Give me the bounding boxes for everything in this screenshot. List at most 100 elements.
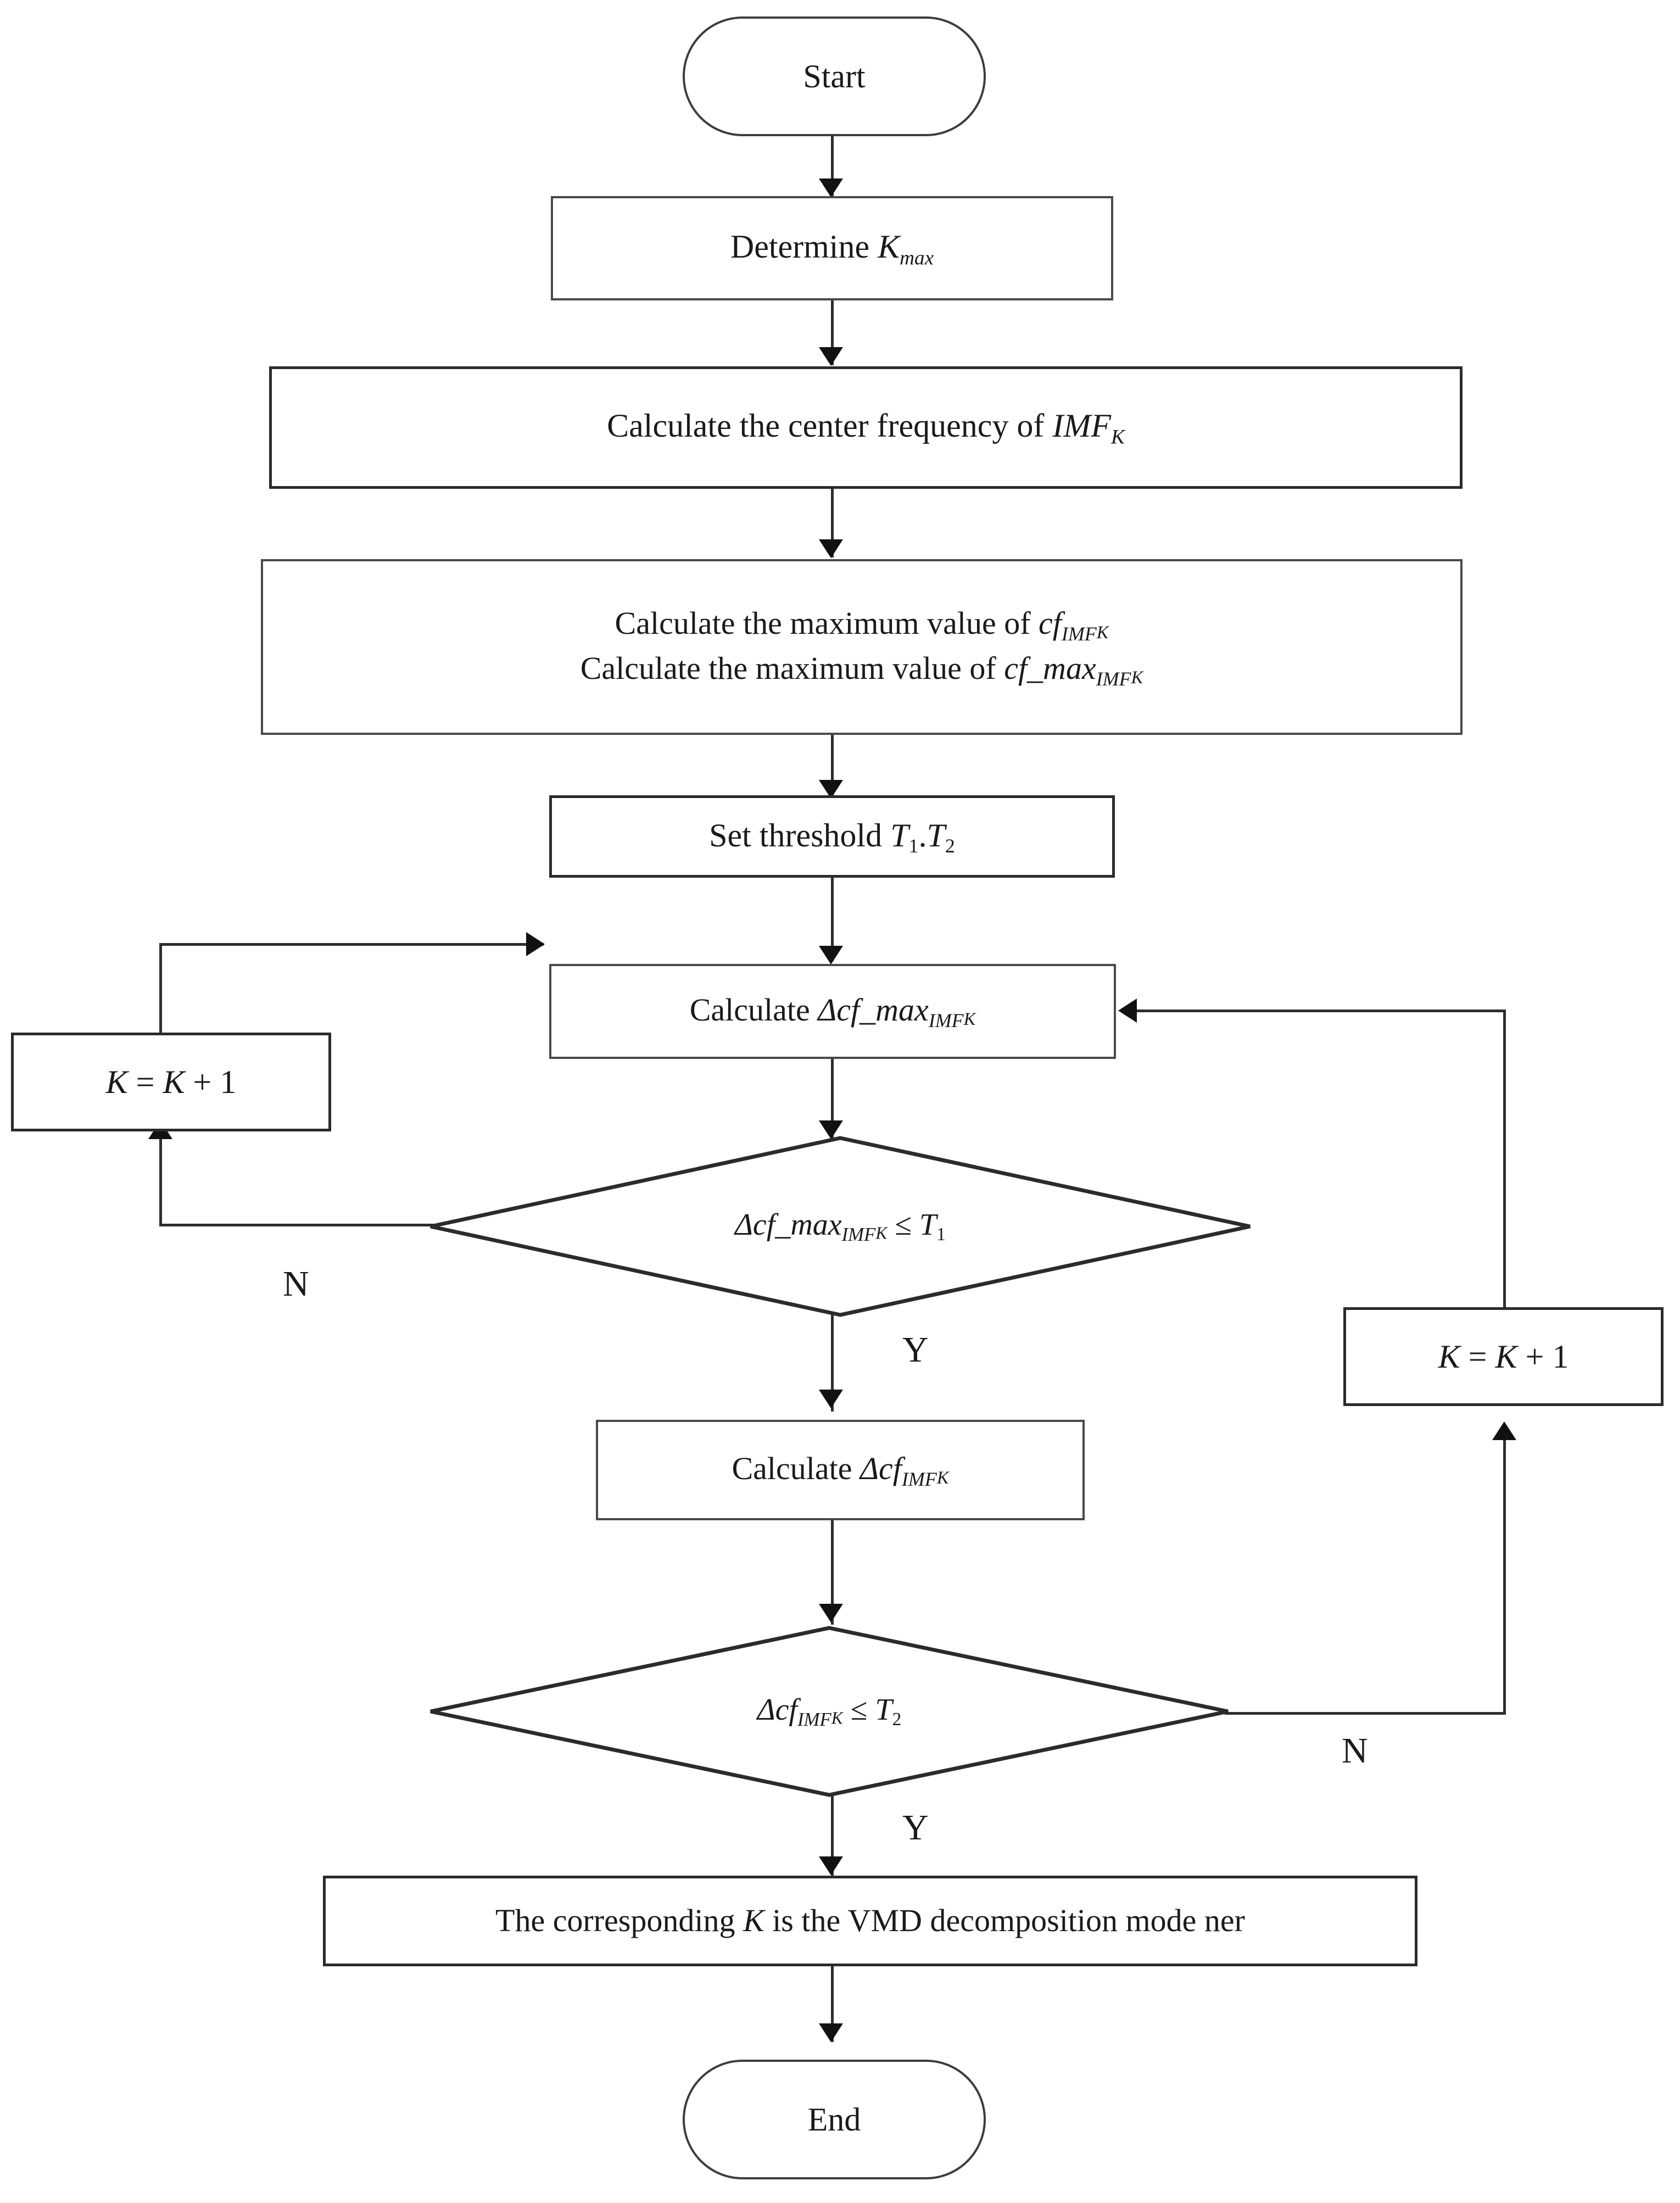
threshold-prefix: Set threshold xyxy=(709,817,891,854)
connector-d1-no-vertical-up xyxy=(159,1131,162,1225)
arrowhead-calcdcf xyxy=(819,1390,843,1408)
threshold-separator: . xyxy=(918,817,927,854)
node-set-threshold[interactable]: Set threshold T1.T2 xyxy=(549,795,1115,878)
decision1-rhs-sub: 1 xyxy=(936,1224,946,1245)
kincright-symbol-2: K xyxy=(1495,1338,1517,1375)
decision2-rhs-sub: 2 xyxy=(892,1709,902,1730)
node-determine-kmax-label: Determine Kmax xyxy=(730,225,934,272)
calcdcfmax-prefix: Calculate xyxy=(689,992,818,1028)
decision1-symbol: Δcf_max xyxy=(735,1207,842,1242)
decision2-subsub: K xyxy=(831,1708,843,1728)
node-result-label: The corresponding K is the VMD decomposi… xyxy=(495,1899,1245,1942)
node-k-increment-left[interactable]: K = K + 1 xyxy=(11,1033,331,1131)
node-calculate-dcf[interactable]: Calculate ΔcfIMFK xyxy=(596,1420,1085,1520)
decision1-operator: ≤ xyxy=(887,1207,919,1242)
decision2-rhs: T xyxy=(875,1692,892,1727)
node-end[interactable]: End xyxy=(683,2060,986,2179)
node-decision-dcf-max-threshold[interactable]: Δcf_maxIMFK ≤ T1 xyxy=(428,1136,1252,1317)
node-max-values[interactable]: Calculate the maximum value of cfIMFK Ca… xyxy=(261,559,1463,735)
node-decision-dcf-threshold[interactable]: ΔcfIMFK ≤ T2 xyxy=(428,1626,1230,1797)
kincleft-plus-one: + 1 xyxy=(185,1063,237,1100)
maxvalues-l1-subsub: K xyxy=(1096,622,1109,643)
connector-d2-yes-to-result xyxy=(831,1796,834,1876)
arrowhead-determine xyxy=(819,179,843,197)
connector-d1-no-horizontal xyxy=(159,1224,434,1226)
node-center-frequency[interactable]: Calculate the center frequency of IMFK xyxy=(269,366,1463,489)
connector-centerfreq-to-maxvalues xyxy=(831,489,834,557)
connector-kincleft-to-calcdcfmax-horizontal xyxy=(159,943,544,946)
centerfreq-prefix: Calculate the center frequency of xyxy=(607,408,1053,444)
connector-maxvalues-to-threshold xyxy=(831,735,834,795)
arrowhead-calcdcfmax-left-entry xyxy=(526,932,545,956)
decision1-rhs: T xyxy=(919,1207,937,1242)
arrowhead-calcdcfmax-right-entry xyxy=(1118,999,1137,1023)
connector-threshold-to-calcdcfmax xyxy=(831,878,834,961)
kincleft-symbol-1: K xyxy=(105,1063,128,1100)
node-max-values-label: Calculate the maximum value of cfIMFK Ca… xyxy=(581,602,1143,693)
centerfreq-subscript: K xyxy=(1111,426,1125,449)
max-values-line-2: Calculate the maximum value of cf_maxIMF… xyxy=(581,647,1143,692)
determine-prefix: Determine xyxy=(730,228,878,265)
result-part-1: The corresponding xyxy=(495,1903,743,1939)
connector-d1-yes-to-calcdcf xyxy=(831,1313,834,1412)
node-k-increment-right-label: K = K + 1 xyxy=(1438,1335,1569,1379)
node-calculate-dcf-max[interactable]: Calculate Δcf_maxIMFK xyxy=(549,964,1116,1059)
node-center-frequency-label: Calculate the center frequency of IMFK xyxy=(607,404,1125,451)
calcdcfmax-sub: IMF xyxy=(928,1010,964,1032)
kincright-equals: = xyxy=(1460,1338,1495,1375)
decision2-sub: IMF xyxy=(797,1709,831,1731)
result-part-2: is the VMD decomposition mode ner xyxy=(764,1903,1245,1939)
node-k-increment-right[interactable]: K = K + 1 xyxy=(1343,1307,1664,1406)
node-result[interactable]: The corresponding K is the VMD decomposi… xyxy=(323,1876,1417,1966)
arrowhead-maxvalues xyxy=(819,539,843,558)
threshold-symbol-2: T xyxy=(926,817,945,854)
maxvalues-l1-sub: IMF xyxy=(1061,622,1097,645)
maxvalues-l2-prefix: Calculate the maximum value of xyxy=(580,650,1004,686)
calcdcf-sub: IMF xyxy=(901,1468,937,1491)
calcdcfmax-subsub: K xyxy=(963,1010,976,1030)
node-calculate-dcf-label: Calculate ΔcfIMFK xyxy=(732,1447,949,1492)
threshold-sub-2: 2 xyxy=(945,835,955,857)
maxvalues-l2-subsub: K xyxy=(1131,667,1143,688)
connector-kincright-to-calcdcfmax-horizontal xyxy=(1136,1010,1506,1012)
determine-symbol: K xyxy=(878,228,900,265)
arrowhead-centerfreq xyxy=(819,347,843,366)
connector-result-to-end xyxy=(831,1965,834,2042)
node-start-label: Start xyxy=(803,58,866,94)
decision1-sub: IMF xyxy=(841,1224,876,1246)
node-determine-kmax[interactable]: Determine Kmax xyxy=(551,196,1113,300)
node-decision2-label: ΔcfIMFK ≤ T2 xyxy=(428,1692,1230,1731)
connector-d2-no-horizontal xyxy=(1225,1712,1506,1715)
connector-calcdcfmax-to-decision1 xyxy=(831,1059,834,1141)
connector-start-to-determine xyxy=(831,136,834,197)
branch-label-decision2-yes: Y xyxy=(902,1808,929,1848)
branch-label-decision1-no: N xyxy=(283,1264,309,1304)
arrowhead-calcdcfmax xyxy=(819,946,843,964)
node-start[interactable]: Start xyxy=(683,16,986,136)
calcdcf-prefix: Calculate xyxy=(732,1451,861,1487)
calcdcfmax-symbol: Δcf_max xyxy=(818,992,929,1028)
node-end-label: End xyxy=(807,2101,861,2138)
maxvalues-l1-symbol: cf xyxy=(1039,605,1062,641)
connector-kincleft-top-vertical xyxy=(159,943,162,1053)
connector-calcdcf-to-decision2 xyxy=(831,1520,834,1625)
decision2-symbol: Δcf xyxy=(757,1692,797,1727)
result-symbol: K xyxy=(743,1903,764,1939)
max-values-line-1: Calculate the maximum value of cfIMFK xyxy=(581,602,1143,647)
decision1-subsub: K xyxy=(875,1223,888,1243)
centerfreq-symbol: IMF xyxy=(1052,408,1112,444)
threshold-symbol-1: T xyxy=(890,817,909,854)
node-calculate-dcf-max-label: Calculate Δcf_maxIMFK xyxy=(690,989,976,1034)
maxvalues-l2-sub: IMF xyxy=(1096,667,1131,690)
kincleft-symbol-2: K xyxy=(163,1063,185,1100)
branch-label-decision1-yes: Y xyxy=(902,1330,929,1370)
branch-label-decision2-no: N xyxy=(1342,1731,1368,1771)
maxvalues-l1-prefix: Calculate the maximum value of xyxy=(615,605,1039,641)
connector-kincright-top-vertical xyxy=(1503,1010,1506,1310)
arrowhead-k-inc-right xyxy=(1492,1421,1516,1440)
node-decision1-label: Δcf_maxIMFK ≤ T1 xyxy=(428,1207,1252,1246)
connector-determine-to-centerfreq xyxy=(831,299,834,365)
threshold-sub-1: 1 xyxy=(908,835,919,857)
arrowhead-result xyxy=(819,1856,843,1875)
arrowhead-decision2 xyxy=(819,1604,843,1622)
